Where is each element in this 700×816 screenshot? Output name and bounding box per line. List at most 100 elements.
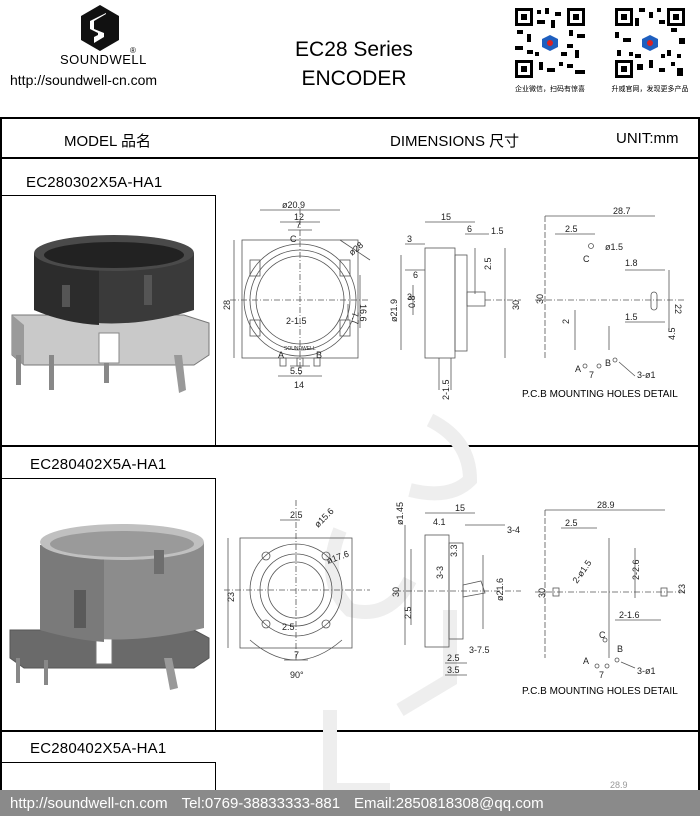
- dim-side1-30: 30: [511, 300, 521, 310]
- qr-caption-website: 升威官网，发现更多产品: [611, 86, 689, 93]
- qr-code-website: [615, 8, 685, 78]
- dim-front1-brand: SOUNDWELL: [284, 346, 316, 352]
- dim-front1-28: 28: [222, 300, 232, 310]
- dim-pcb1-25: 2.5: [565, 224, 578, 234]
- dim-side1-215: 2-1.5: [441, 379, 451, 400]
- table-top-border: [0, 117, 700, 119]
- dim-front1-215: 2-1.5: [286, 316, 307, 326]
- dim-pcb2-25: 2.5: [565, 518, 578, 528]
- model-name-1: EC280302X5A-HA1: [26, 174, 163, 191]
- row2-model-underline: [2, 478, 216, 479]
- dim-front2-156: ø15.6: [312, 506, 335, 529]
- table-right-border: [698, 117, 700, 790]
- dim-side1-15b: 1.5: [491, 226, 504, 236]
- row1-model-underline: [2, 195, 216, 196]
- dim-side2-15: 15: [455, 503, 465, 513]
- drawing-front-1: ø20.9 12 7 C ø28 28 16.6 7.7 2-1.5 5.5 1…: [220, 200, 380, 410]
- dim-side1-3: 3: [407, 234, 412, 244]
- dim-front1-outer: ø20.9: [282, 200, 305, 210]
- dim-side1-219: ø21.9: [389, 299, 399, 322]
- dim-pcb1-a: A: [575, 364, 581, 374]
- qr-caption-wechat: 企业微信，扫码有惊喜: [515, 86, 585, 93]
- qr-code-wechat: [515, 8, 585, 78]
- dim-side1-15: 15: [441, 212, 451, 222]
- dim-front2-25: 2.5: [290, 510, 303, 520]
- dim-pcb2-holes2: 2-ø1.5: [570, 558, 593, 585]
- dim-front1-c: C: [290, 234, 297, 244]
- model-name-3: EC280402X5A-HA1: [30, 740, 167, 757]
- dim-pcb2-c: C: [599, 630, 606, 640]
- header-website[interactable]: http://soundwell-cn.com: [10, 72, 158, 88]
- row2-bottom-divider: [0, 730, 700, 732]
- logo: [78, 4, 122, 52]
- dim-pcb1-2: 2: [561, 319, 571, 324]
- pcb-note-2: P.C.B MOUNTING HOLES DETAIL: [522, 686, 678, 697]
- dim-side2-333: 3-3: [435, 566, 445, 579]
- dim-side1-25: 2.5: [483, 257, 493, 270]
- dim-side2-145: ø1.45: [395, 502, 405, 525]
- dim-pcb2-289: 28.9: [597, 500, 615, 510]
- footer-tel: Tel:0769-38833333-881: [181, 794, 341, 812]
- dim-side2-30: 30: [391, 587, 401, 597]
- drawing-front-2: 2.5 ø15.6 ø17.6 23 2.5 7 90°: [220, 500, 380, 690]
- brand-name: SOUNDWELL: [60, 52, 147, 67]
- dim-pcb1-22: 22: [673, 304, 683, 314]
- dim-side2-25: 2.5: [403, 606, 413, 619]
- dim-pcb1-287: 28.7: [613, 206, 631, 216]
- dim-front2-90: 90°: [290, 670, 304, 680]
- row1-bottom-divider: [0, 445, 700, 447]
- dim-pcb1-15: 1.5: [625, 312, 638, 322]
- registered-mark: ®: [130, 46, 136, 55]
- dim-pcb1-hole: ø1.5: [605, 242, 623, 252]
- dim-front1-77: 7.7: [350, 312, 360, 325]
- dim-front1-16: 16.6: [358, 304, 368, 322]
- footer-bar: http://soundwell-cn.com Tel:0769-3883333…: [0, 790, 700, 816]
- column-header-model: MODEL 品名: [64, 133, 151, 150]
- dim-side2-375: 3-7.5: [469, 645, 490, 655]
- dim-pcb2-b: B: [617, 644, 623, 654]
- product-photo-1: [4, 205, 214, 440]
- drawing-side-1: 15 6 1.5 3 2.5 6 ø21.9 0.8 3 2-1.5 30: [385, 200, 525, 410]
- column-header-unit: UNIT:mm: [616, 130, 679, 147]
- footer-email[interactable]: Email:2850818308@qq.com: [354, 794, 544, 812]
- dim-pcb1-b: B: [605, 358, 611, 368]
- dim-front1-b: B: [316, 350, 322, 360]
- dim-front2-176: ø17.6: [325, 549, 350, 566]
- dim-front2-25b: 2.5: [282, 622, 295, 632]
- dim-side1-6b: 6: [413, 270, 418, 280]
- dim-side2-33: 3.3: [449, 544, 459, 557]
- dim-pcb1-c: C: [583, 254, 590, 264]
- model-name-2: EC280402X5A-HA1: [30, 456, 167, 473]
- dim-front1-7: 7: [296, 220, 301, 230]
- dim-pcb2-7: 7: [599, 670, 604, 680]
- dim-pcb2-216: 2-1.6: [619, 610, 640, 620]
- row1-column-divider: [215, 195, 216, 445]
- row3-model-underline: [2, 762, 216, 763]
- header-row-divider: [0, 157, 700, 159]
- dim-pcb2-23: 23: [677, 584, 687, 594]
- dim-front1-a: A: [278, 350, 284, 360]
- product-photo-2: [4, 490, 214, 700]
- dim-pcb1-18: 1.8: [625, 258, 638, 268]
- series-title: EC28 Series: [295, 38, 413, 61]
- dim-pcb1-7: 7: [589, 370, 594, 380]
- drawing-pcb-2: 28.9 2.5 2-ø1.5 2-2.6 30 23 2-1.6 A B C …: [525, 498, 697, 683]
- dim-side1-6: 6: [467, 224, 472, 234]
- footer-url[interactable]: http://soundwell-cn.com: [10, 794, 168, 812]
- dim-side2-41: 4.1: [433, 517, 446, 527]
- row3-column-divider: [215, 762, 216, 790]
- dim-front2-7: 7: [294, 650, 299, 660]
- drawing-side-2: 15 ø1.45 4.1 3-4 3.3 3-3 ø21.6 30 2.5 2.…: [385, 495, 525, 690]
- drawing-pcb-1: 28.7 2.5 C ø1.5 1.8 30 22 2 1.5 4.5 A B …: [525, 200, 697, 380]
- dim-front1-14: 14: [294, 380, 304, 390]
- dim-pcb2-226: 2-2.6: [631, 559, 641, 580]
- dim-side2-25b: 2.5: [447, 653, 460, 663]
- dim-side1-08: 0.8: [407, 295, 417, 308]
- table-left-border: [0, 117, 2, 790]
- dim-pcb1-45: 4.5: [667, 327, 677, 340]
- dim-pcb1-30: 30: [535, 294, 545, 304]
- dim-front1-55: 5.5: [290, 366, 303, 376]
- dim-side2-216: ø21.6: [495, 578, 505, 601]
- pcb-note-1: P.C.B MOUNTING HOLES DETAIL: [522, 389, 678, 400]
- product-title: ENCODER: [301, 67, 407, 90]
